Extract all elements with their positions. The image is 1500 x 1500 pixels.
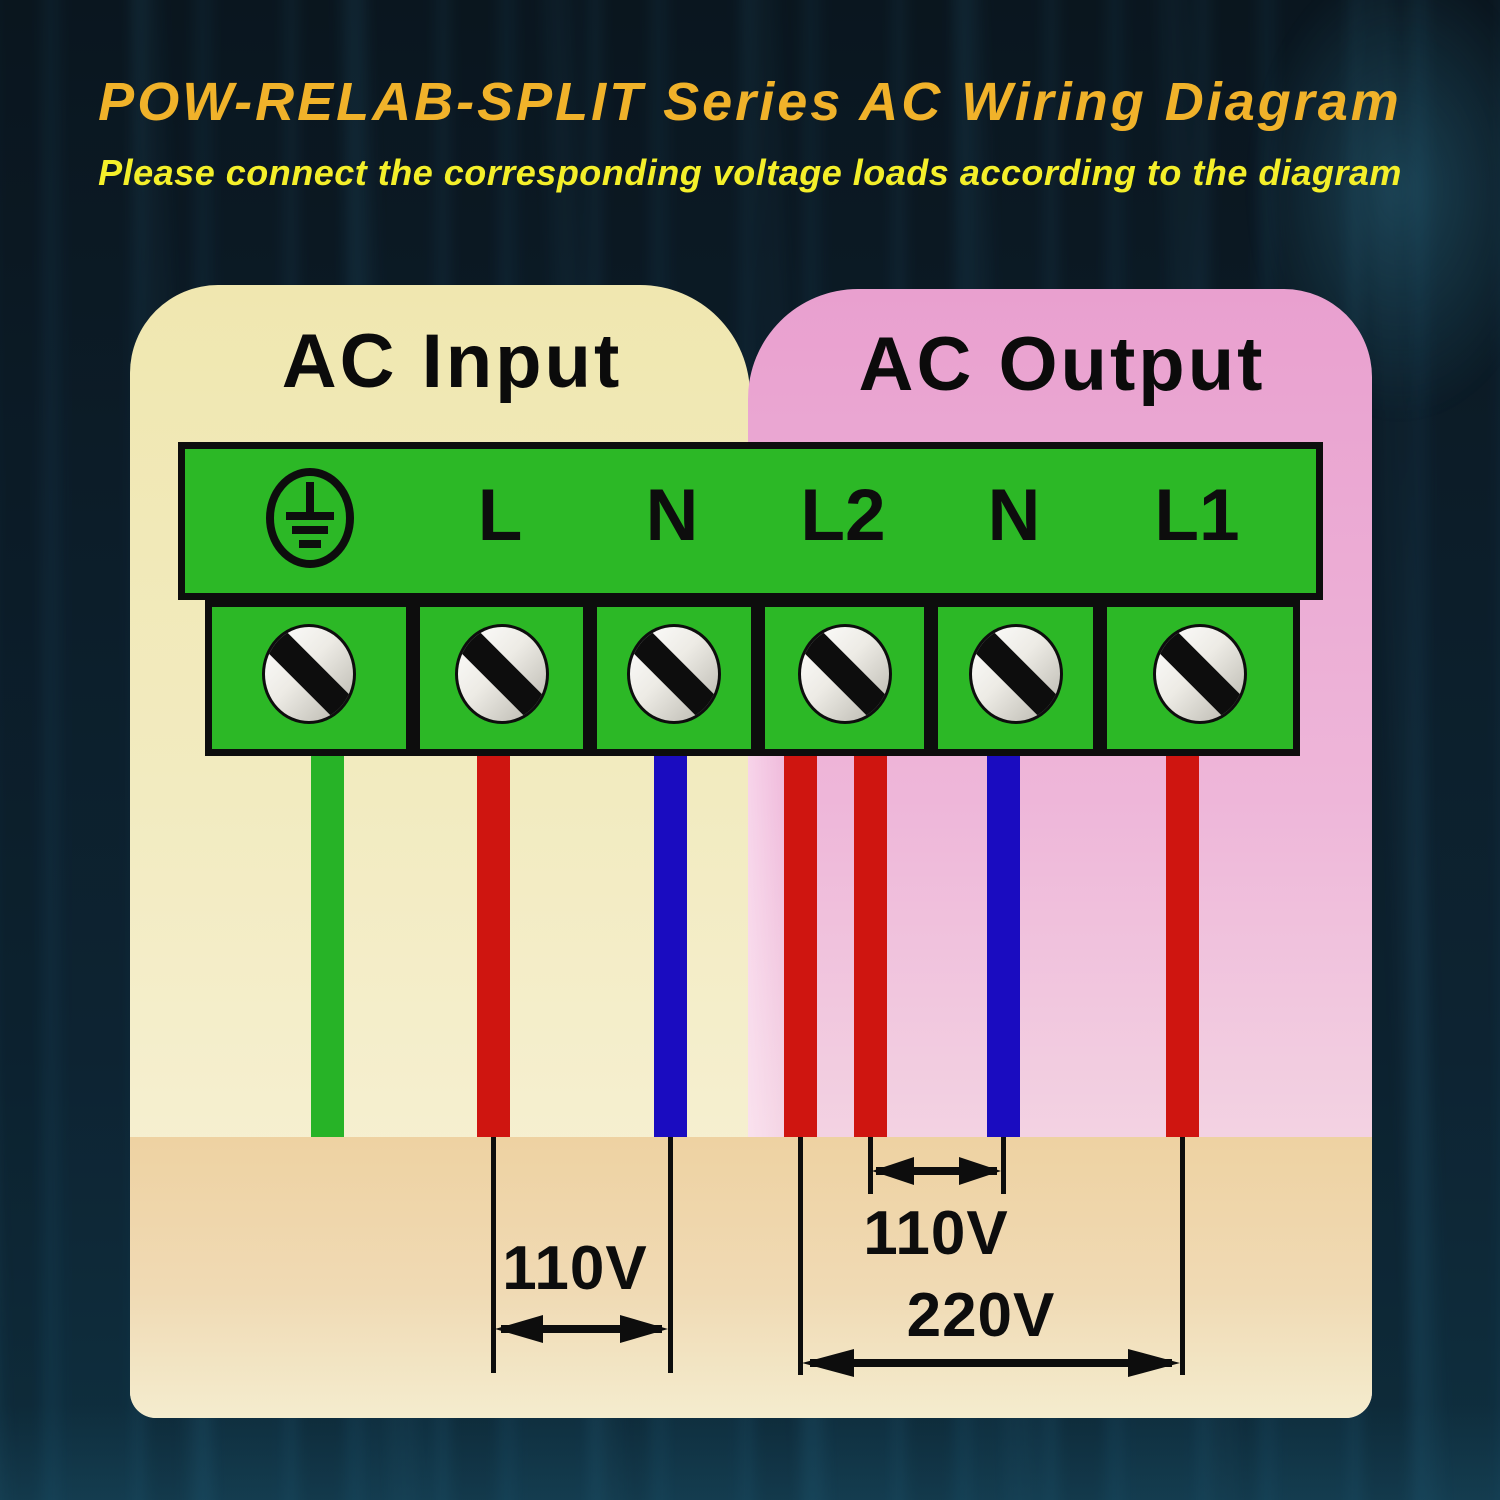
arrow-output-220v [802, 1349, 1180, 1377]
dimension-line-output-l2a [798, 1137, 803, 1375]
terminal-cell-l2 [765, 607, 924, 749]
screw-terminal-icon [1153, 624, 1247, 724]
page-subtitle: Please connect the corresponding voltage… [98, 152, 1402, 193]
dimension-line-input-neutral [668, 1137, 673, 1373]
ac-output-label: AC Output [858, 322, 1266, 407]
arrow-input-110v [495, 1315, 668, 1343]
terminal-cell-ground [212, 607, 406, 749]
wire-output-l2-red-b [854, 754, 887, 1138]
terminal-screw-row [205, 600, 1300, 756]
terminal-label-l2: L2 [800, 475, 886, 556]
background-bottom-band [0, 1405, 1500, 1500]
terminal-cell-l [420, 607, 583, 749]
wire-input-neutral-blue [654, 754, 687, 1138]
terminal-label-l1: L1 [1154, 475, 1240, 556]
terminal-cell-n-output [938, 607, 1093, 749]
terminal-label-l: L [477, 475, 523, 556]
wire-output-neutral-blue [987, 754, 1020, 1138]
screw-terminal-icon [454, 624, 549, 724]
terminal-cell-n-input [597, 607, 751, 749]
terminal-cell-l1 [1107, 607, 1293, 749]
terminal-label-bar [178, 442, 1323, 600]
dimension-tick-output-l2b [868, 1137, 873, 1194]
dimension-tick-output-neutral [1001, 1137, 1006, 1194]
arrow-output-110v [872, 1157, 1001, 1185]
wire-output-l1-red [1166, 754, 1199, 1138]
measurement-area [130, 1137, 1372, 1418]
wire-ground-green [311, 754, 344, 1138]
screw-terminal-icon [797, 624, 892, 724]
dimension-line-output-l1 [1180, 1137, 1185, 1375]
protective-earth-icon [266, 468, 354, 568]
screw-terminal-icon [968, 624, 1063, 724]
terminal-label-n-input: N [645, 475, 699, 556]
voltage-label-output-110v: 110V [863, 1199, 1009, 1268]
screw-terminal-icon [262, 624, 356, 724]
page-title: POW-RELAB-SPLIT Series AC Wiring Diagram [98, 72, 1402, 132]
dimension-line-input-live [491, 1137, 496, 1373]
wire-input-live-red [477, 754, 510, 1138]
wire-output-l2-red-a [784, 754, 817, 1138]
voltage-label-input-110v: 110V [502, 1234, 648, 1303]
ac-input-label: AC Input [281, 319, 623, 404]
voltage-label-output-220v: 220V [906, 1281, 1056, 1350]
screw-terminal-icon [627, 624, 721, 724]
terminal-label-n-output: N [987, 475, 1041, 556]
